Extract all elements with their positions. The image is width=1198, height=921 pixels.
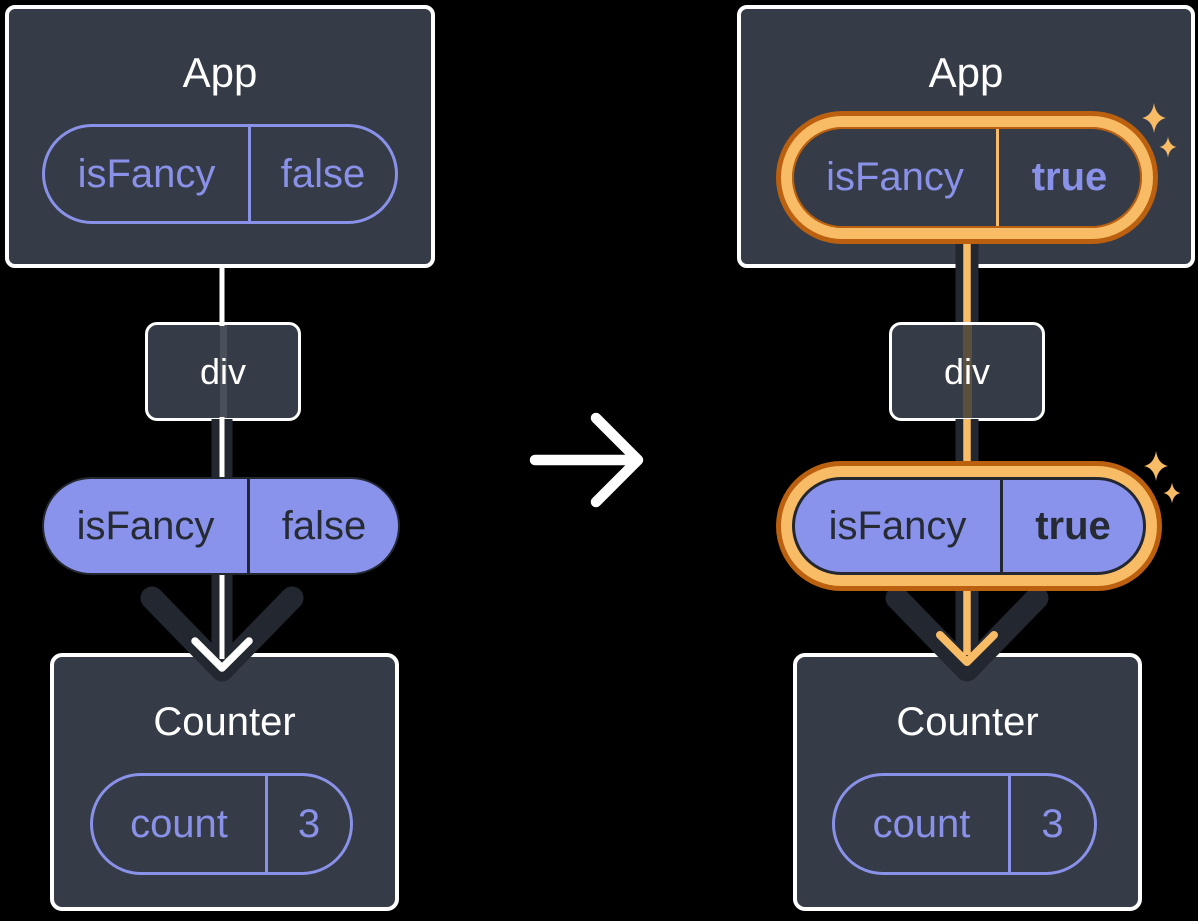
- right-div-box: div: [889, 322, 1045, 421]
- left-counter-state-pill: count 3: [90, 773, 353, 875]
- left-div-box: div: [145, 322, 301, 421]
- left-flow-prop-pill: isFancy false: [42, 477, 400, 575]
- right-app-prop-pill: isFancy true: [792, 127, 1142, 228]
- right-flow-prop-name: isFancy: [795, 480, 1003, 572]
- right-counter-state-value: 3: [1041, 801, 1064, 846]
- right-flow-prop-pill: isFancy true: [792, 477, 1146, 575]
- left-app-prop-name: isFancy: [45, 127, 251, 221]
- right-div-label: div: [943, 350, 991, 392]
- left-counter-state-name: count: [93, 776, 268, 872]
- right-app-title: App: [928, 49, 1004, 96]
- right-div-through-line: [962, 325, 972, 418]
- pill-sparkles-icon: [1144, 451, 1181, 504]
- right-app-prop-value: true: [1031, 155, 1108, 199]
- left-app-box: App isFancy false: [5, 5, 435, 268]
- transition-arrow-right-icon: [529, 412, 644, 508]
- left-div-label: div: [199, 350, 247, 392]
- right-counter-state-name: count: [835, 776, 1011, 872]
- left-app-title: App: [182, 49, 258, 96]
- left-counter-state-value: 3: [297, 801, 321, 846]
- left-app-prop-pill: isFancy false: [42, 124, 398, 224]
- right-counter-state-pill: count 3: [832, 773, 1097, 875]
- left-flow-prop-value: false: [281, 503, 367, 548]
- right-app-prop-name: isFancy: [794, 129, 999, 226]
- left-div-through-line: [219, 325, 227, 418]
- left-flow-prop-name: isFancy: [44, 479, 250, 573]
- right-counter-title: Counter: [896, 700, 1039, 744]
- left-counter-title: Counter: [153, 700, 296, 744]
- right-flow-prop-value: true: [1035, 503, 1111, 548]
- left-app-prop-value: false: [280, 151, 366, 196]
- right-app-box: App isFancy true: [737, 5, 1195, 268]
- right-counter-box: Counter count 3: [793, 653, 1142, 911]
- left-counter-box: Counter count 3: [50, 653, 399, 911]
